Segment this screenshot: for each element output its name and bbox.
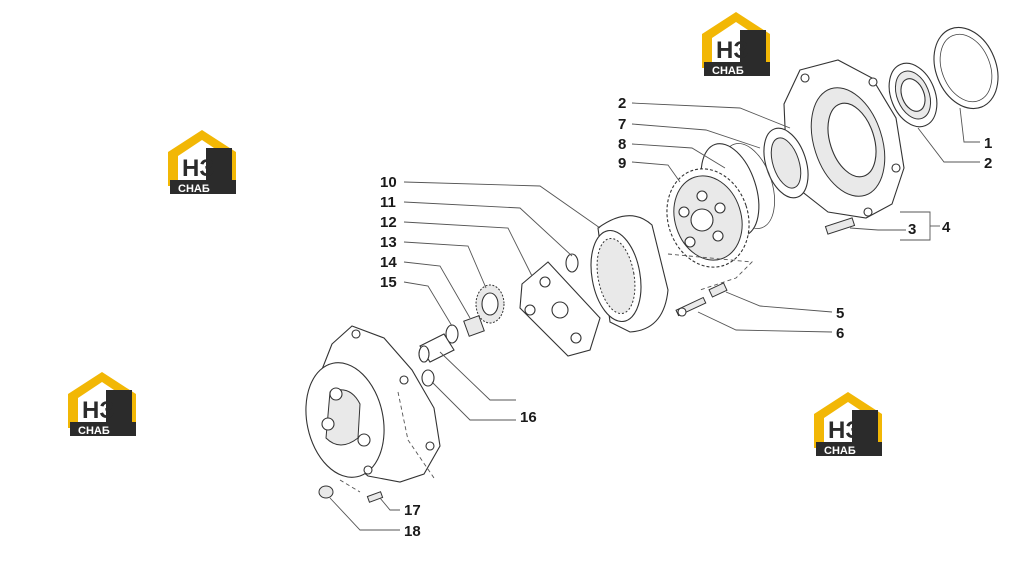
callout-5: 5 bbox=[836, 305, 844, 322]
callout-1: 1 bbox=[984, 135, 992, 152]
watermark-word: СНАБ bbox=[178, 183, 210, 195]
callout-9: 9 bbox=[618, 155, 626, 172]
part-bolt-long bbox=[675, 296, 707, 317]
part-needle-bearing bbox=[463, 315, 485, 337]
part-small-ring bbox=[565, 253, 579, 273]
callout-8: 8 bbox=[618, 136, 626, 153]
part-washer bbox=[445, 324, 459, 344]
watermark-letters: НЗ bbox=[82, 397, 114, 424]
part-bolt-short bbox=[708, 282, 728, 298]
part-seal-ring bbox=[933, 26, 999, 110]
watermark-logo-3: НЗ СНАБ bbox=[68, 372, 136, 437]
part-ring-gear bbox=[590, 215, 669, 333]
callout-13: 13 bbox=[380, 234, 397, 251]
watermark-letters: НЗ bbox=[716, 37, 748, 64]
part-pinion-gear bbox=[475, 284, 505, 324]
part-screw bbox=[366, 491, 384, 503]
watermark-logo-4: НЗ СНАБ bbox=[814, 392, 882, 457]
callout-14: 14 bbox=[380, 254, 397, 271]
callout-16: 16 bbox=[520, 409, 537, 426]
callout-4: 4 bbox=[942, 219, 951, 236]
watermark-logo-2: НЗ СНАБ bbox=[168, 130, 236, 195]
part-main-cover bbox=[305, 325, 441, 483]
callout-12: 12 bbox=[380, 214, 397, 231]
part-pin-ring bbox=[421, 369, 435, 387]
callout-2-inner: 2 bbox=[618, 95, 626, 112]
watermark-word: СНАБ bbox=[78, 425, 110, 437]
part-stud bbox=[824, 217, 856, 235]
callout-11: 11 bbox=[380, 194, 396, 211]
part-hub-housing bbox=[783, 59, 905, 219]
watermark-letters: НЗ bbox=[182, 155, 214, 182]
part-bearing-outer bbox=[888, 62, 938, 128]
part-gear-carrier bbox=[666, 168, 750, 268]
part-plug bbox=[318, 485, 334, 499]
watermark-logo-1: НЗ СНАБ bbox=[702, 12, 770, 77]
callout-18: 18 bbox=[404, 523, 421, 540]
watermark-word: СНАБ bbox=[824, 445, 856, 457]
watermark-letters: НЗ bbox=[828, 417, 860, 444]
callout-10: 10 bbox=[380, 174, 397, 191]
callout-3: 3 bbox=[908, 221, 916, 238]
callout-2-bearing: 2 bbox=[984, 155, 992, 172]
callout-15: 15 bbox=[380, 274, 397, 291]
part-plate bbox=[519, 261, 601, 357]
callout-7: 7 bbox=[618, 116, 626, 133]
part-pin bbox=[418, 333, 455, 363]
callout-17: 17 bbox=[404, 502, 421, 519]
watermark-word: СНАБ bbox=[712, 65, 744, 77]
callout-6: 6 bbox=[836, 325, 844, 342]
